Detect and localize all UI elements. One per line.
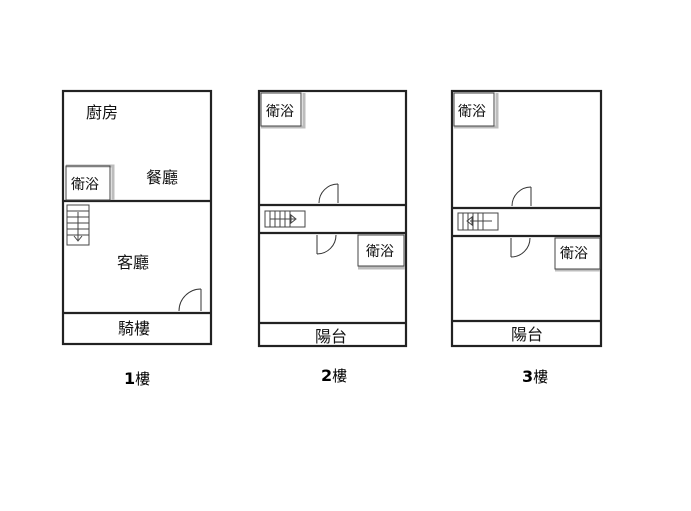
floor-3-bath-top-box <box>453 92 495 127</box>
floor-3-bath-top-shadow <box>454 93 499 129</box>
floor-3-balcony-label: 陽台 <box>511 325 543 344</box>
floor-3-caption: 3樓 <box>522 367 548 386</box>
floor-1-outline <box>61 89 213 346</box>
floor-1-stairs <box>66 204 90 246</box>
floor-1-bath-label: 衛浴 <box>71 177 99 193</box>
floor-2-bath-top-label: 衛浴 <box>266 104 294 120</box>
floor-1-arcade-label: 騎樓 <box>118 319 150 338</box>
floor-3-outline <box>450 89 603 348</box>
floor-3-door-lower <box>510 237 531 258</box>
floor-3-stairs <box>457 212 499 231</box>
floor-2-balcony-label: 陽台 <box>315 327 347 346</box>
floor-2-outline <box>257 89 408 348</box>
floor-2-bath-mid-label: 衛浴 <box>366 244 394 260</box>
floor-1-caption: 1樓 <box>124 369 150 388</box>
floor-1-living-label: 客廳 <box>117 253 149 272</box>
floor-1-kitchen-label: 廚房 <box>86 103 118 122</box>
floor-1-door <box>178 288 202 312</box>
floor-3-bath-mid-label: 衛浴 <box>560 246 588 262</box>
floor-2-bath-top-box <box>260 92 302 127</box>
floor-1-dining-label: 餐廳 <box>146 168 178 187</box>
floor-2-door-lower <box>316 234 337 255</box>
floor-3-plan: 衛浴 衛浴 陽台 3樓 <box>450 89 603 386</box>
floor-2-bath-mid-box <box>357 234 405 267</box>
floor-2-stairs <box>264 210 306 228</box>
floor-3-bath-top-label: 衛浴 <box>458 104 486 120</box>
floor-2-caption: 2樓 <box>321 366 347 385</box>
floor-3-door-upper <box>511 186 532 207</box>
floor-3-bath-mid-box <box>554 237 601 270</box>
floor-1-bath-box <box>65 165 111 201</box>
floor-2-door-upper <box>318 183 339 204</box>
floor-1-plan: 廚房 餐廳 衛浴 客廳 騎樓 1樓 <box>61 89 213 388</box>
floor-2-plan: 衛浴 衛浴 陽台 2樓 <box>257 89 408 385</box>
floor-2-bath-top-shadow <box>261 93 306 129</box>
